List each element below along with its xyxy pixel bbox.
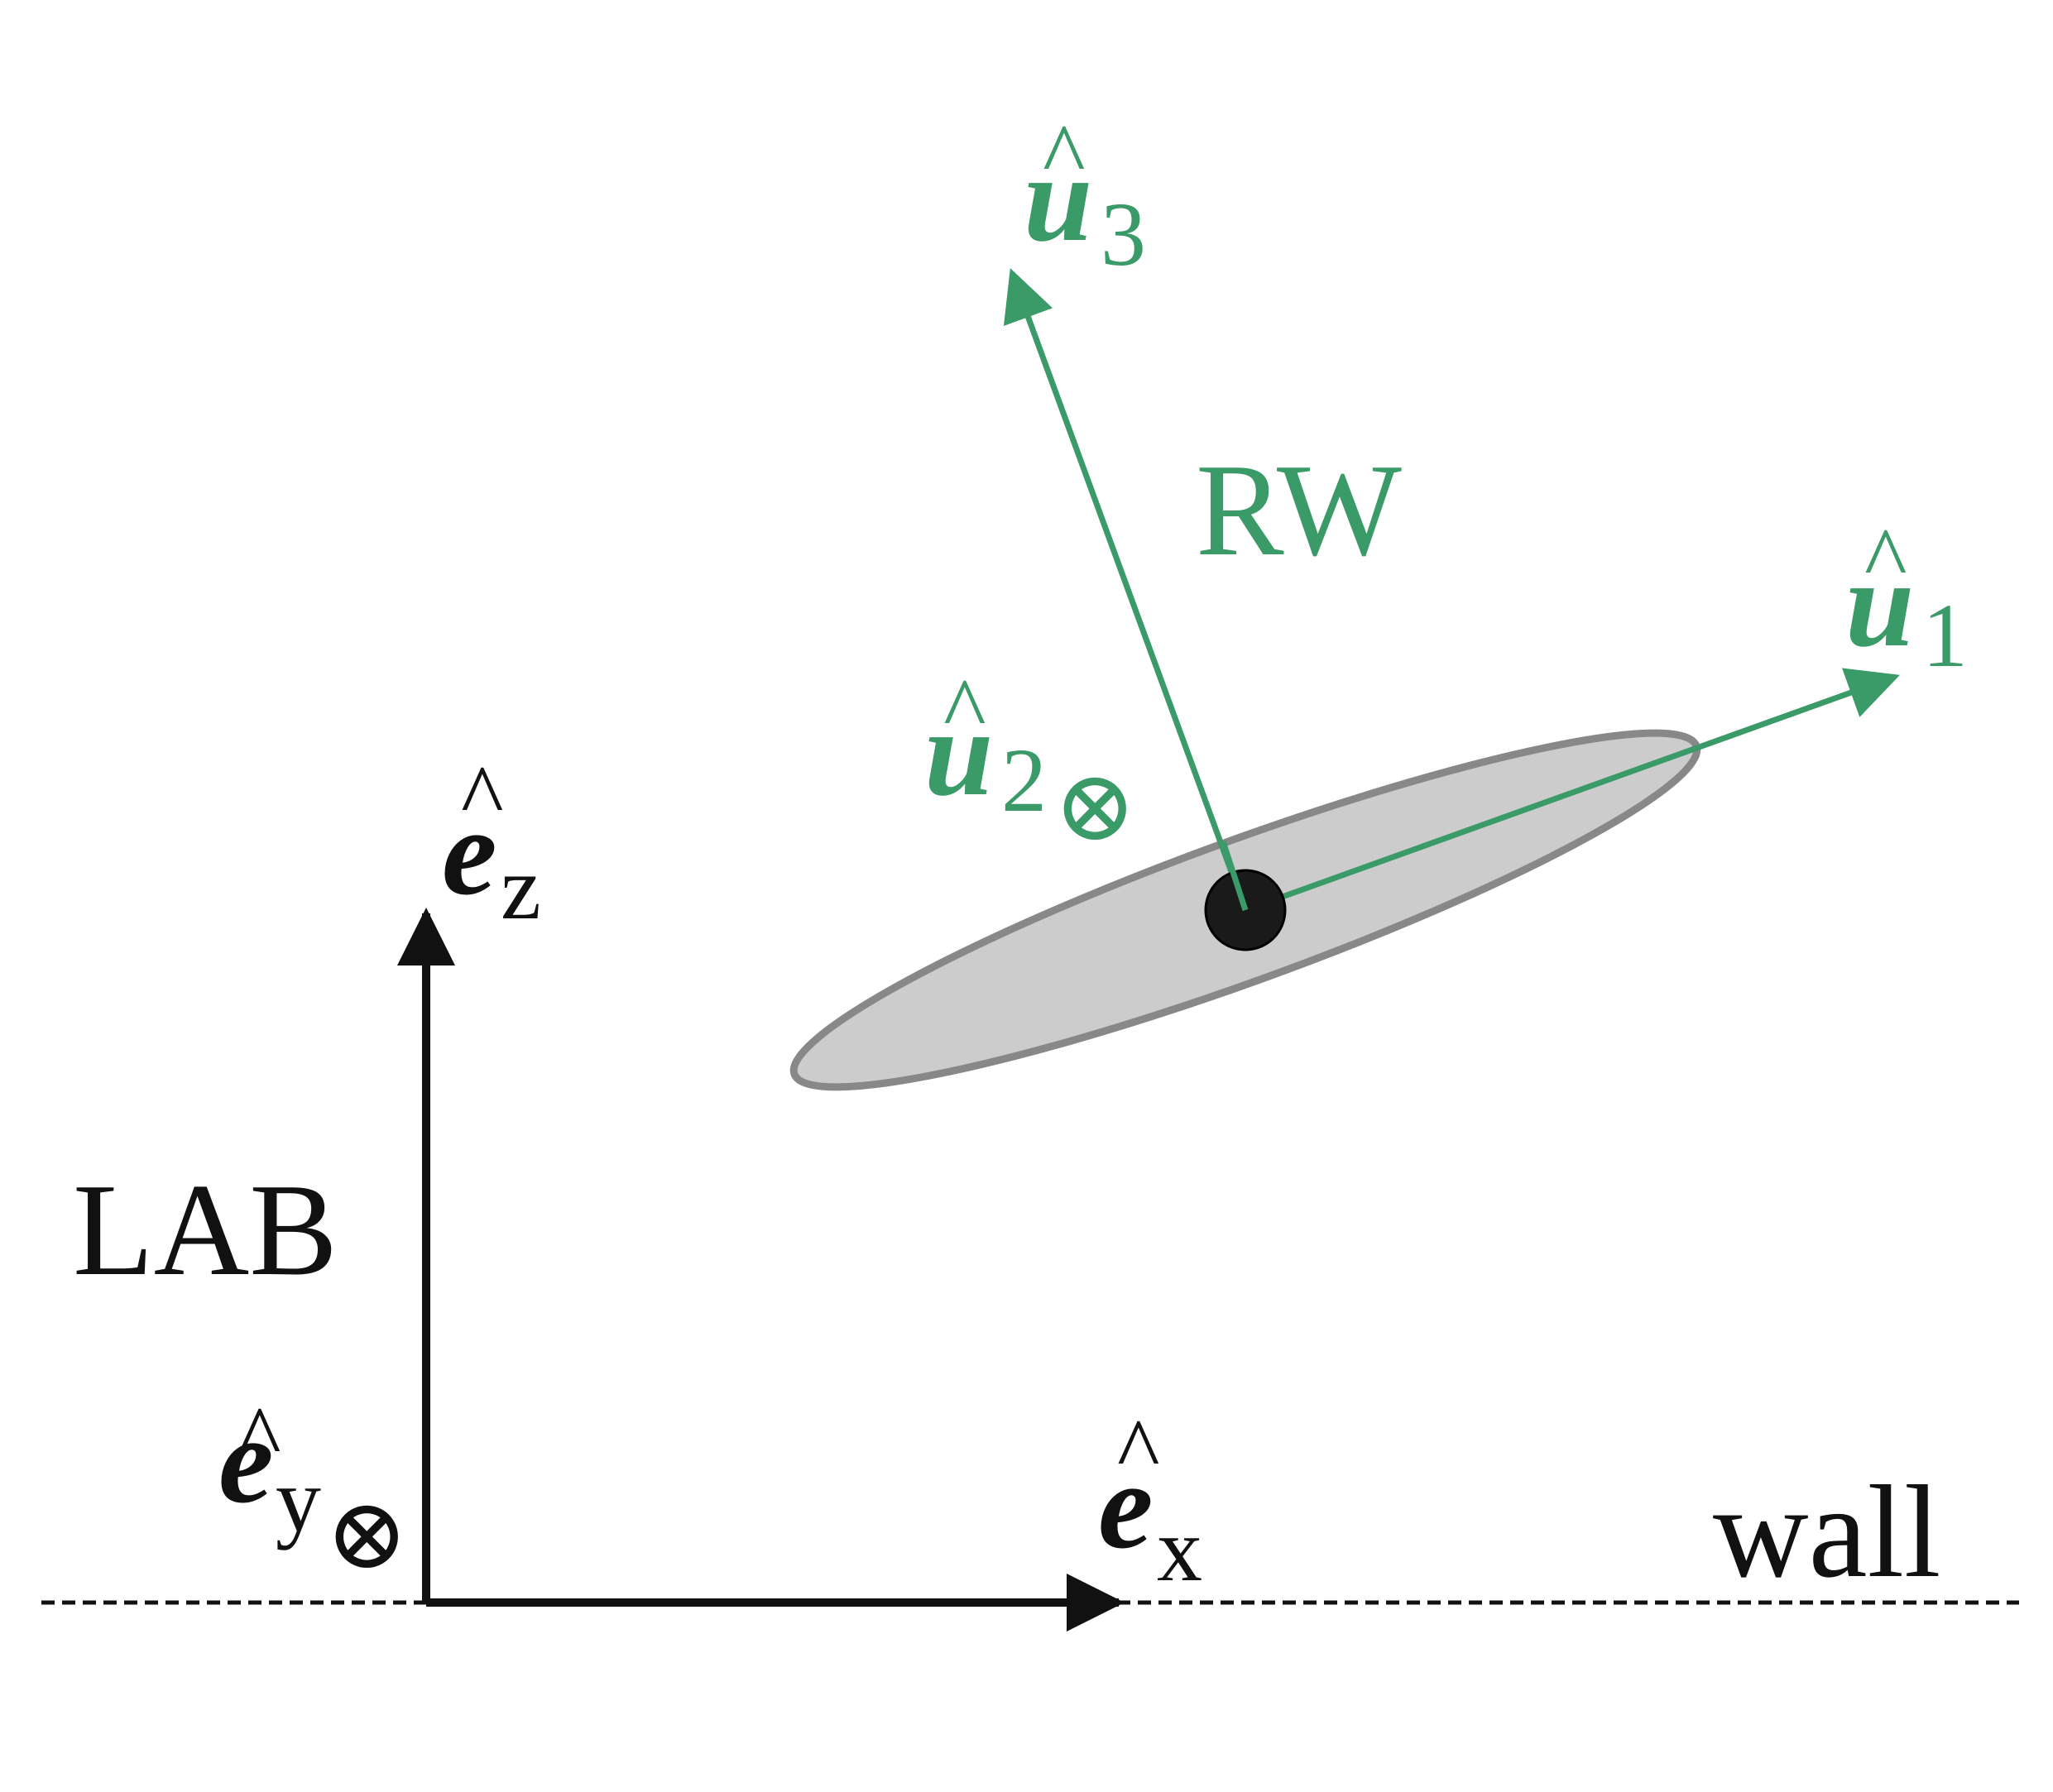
lab-frame-label: LAB bbox=[73, 1156, 338, 1303]
ey-letter: e bbox=[218, 1392, 274, 1529]
u2-letter: u bbox=[924, 684, 993, 822]
u2-label: ^ u 2 ⊗ bbox=[924, 659, 1137, 861]
u2-into-page-icon: ⊗ bbox=[1053, 751, 1137, 861]
u2-subscript: 2 bbox=[1001, 730, 1047, 831]
ex-hat: ^ bbox=[1117, 1400, 1160, 1501]
u1-letter: u bbox=[1845, 535, 1914, 673]
ez-letter: e bbox=[442, 783, 497, 921]
ex-label: ^ e x bbox=[1098, 1400, 1202, 1600]
rw-frame-label: RW bbox=[1196, 436, 1402, 583]
u1-subscript: 1 bbox=[1922, 585, 1968, 686]
ez-hat: ^ bbox=[461, 746, 504, 847]
ey-subscript: y bbox=[276, 1449, 321, 1550]
ey-label: ^ e y ⊗ bbox=[218, 1387, 409, 1589]
u3-letter: u bbox=[1024, 130, 1092, 267]
u3-axis-arrow bbox=[1003, 268, 1249, 912]
wall-label: wall bbox=[1713, 1458, 1940, 1605]
u1-axis-arrow bbox=[1244, 668, 1900, 913]
rw-origin-corner bbox=[1220, 840, 1249, 912]
u1-hat: ^ bbox=[1864, 509, 1907, 610]
u3-hat: ^ bbox=[1043, 105, 1086, 206]
ex-letter: e bbox=[1098, 1437, 1154, 1574]
ez-subscript: z bbox=[501, 837, 541, 938]
u1-label: ^ u 1 bbox=[1845, 509, 1968, 686]
u2-hat: ^ bbox=[943, 659, 986, 760]
ex-subscript: x bbox=[1157, 1499, 1202, 1600]
u3-label: ^ u 3 bbox=[1024, 105, 1146, 285]
u3-subscript: 3 bbox=[1101, 184, 1146, 285]
ey-hat: ^ bbox=[238, 1387, 281, 1488]
ey-into-page-icon: ⊗ bbox=[325, 1479, 409, 1589]
ez-label: ^ e z bbox=[442, 746, 541, 938]
